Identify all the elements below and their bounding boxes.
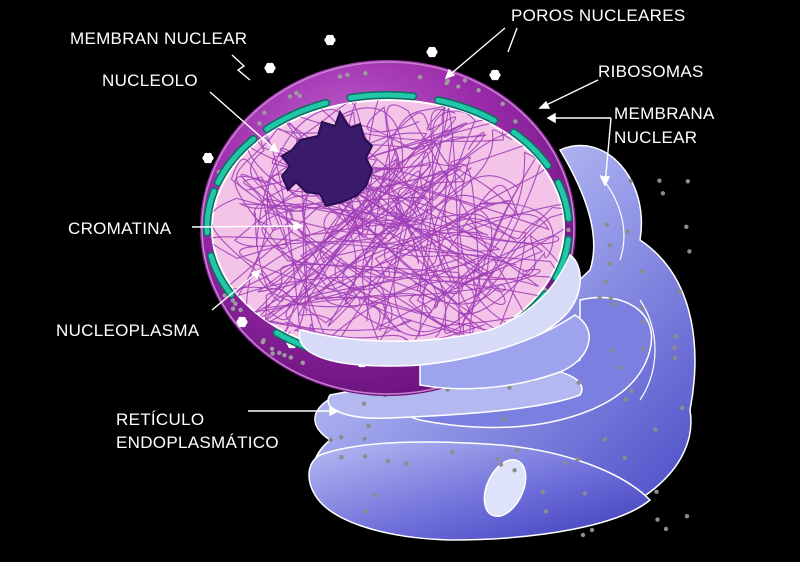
nucleolus	[280, 109, 374, 208]
label-poros-nucleares: POROS NUCLEARES	[511, 6, 686, 25]
label-membrana: MEMBRANA	[614, 104, 715, 123]
leader-lines	[191, 27, 612, 417]
label-nuclear: NUCLEAR	[614, 128, 698, 147]
chromatin	[212, 100, 564, 356]
label-ribosomas: RIBOSOMAS	[598, 62, 704, 81]
label-nucleoplasma: NUCLEOPLASMA	[56, 321, 200, 340]
er-fold-front	[298, 253, 581, 367]
er-fold-front-2	[419, 314, 590, 390]
label-membran-nuclear: MEMBRAN NUCLEAR	[70, 29, 248, 48]
label-cromatina: CROMATINA	[68, 219, 172, 238]
label-nucleolo: NUCLEOLO	[102, 71, 198, 90]
label-endoplasmatico: ENDOPLASMÁTICO	[116, 433, 279, 452]
label-reticulo: RETÍCULO	[116, 410, 205, 429]
